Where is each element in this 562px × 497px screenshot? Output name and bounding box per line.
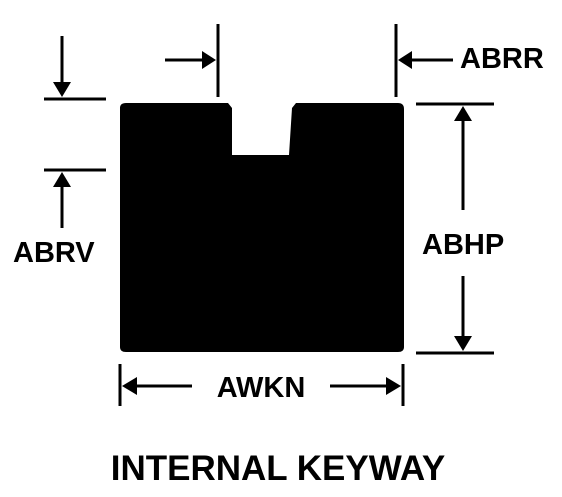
- keyway-block: [120, 103, 404, 352]
- abhp-arrowhead-up: [454, 106, 472, 121]
- abhp-label: ABHP: [422, 229, 504, 261]
- abrv-arrowhead-down: [53, 82, 71, 97]
- abrr-label: ABRR: [460, 43, 544, 75]
- awkn-label: AWKN: [217, 372, 306, 404]
- abrv-arrowhead-up: [53, 172, 71, 187]
- awkn-dimension: AWKN: [118, 364, 405, 406]
- abrv-label: ABRV: [13, 237, 95, 269]
- awkn-arrowhead-left: [122, 377, 137, 395]
- awkn-arrowhead-right: [386, 377, 401, 395]
- diagram-title: INTERNAL KEYWAY: [111, 449, 446, 488]
- abhp-dimension: ABHP: [416, 102, 504, 355]
- abrv-dimension: ABRV: [13, 36, 106, 269]
- abhp-arrowhead-down: [454, 336, 472, 351]
- abrr-arrowhead-right: [398, 51, 412, 69]
- abrr-arrowhead-left: [202, 51, 216, 69]
- abrr-dimension: ABRR: [165, 24, 544, 97]
